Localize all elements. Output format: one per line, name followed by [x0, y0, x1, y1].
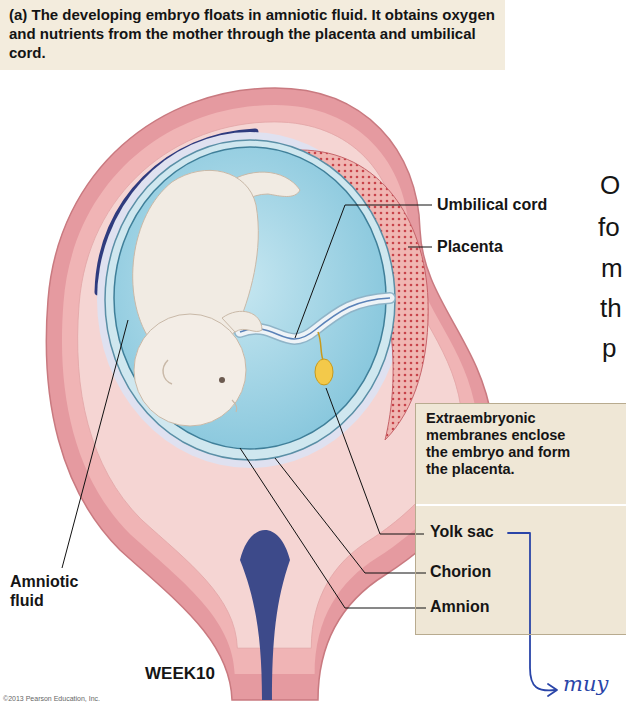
- part-label: Amniotic fluid: [10, 572, 94, 610]
- separator-line: [416, 504, 626, 506]
- leader-line: [295, 205, 432, 338]
- embryo-eye: [219, 377, 225, 383]
- title-band: (a) The developing embryo floats in amni…: [0, 0, 505, 70]
- text-box: Extraembryonic membranes enclose the emb…: [415, 403, 626, 635]
- handwritten-note: muy: [563, 672, 608, 697]
- box-heading: Extraembryonic membranes enclose the emb…: [426, 410, 591, 478]
- leader-line: [408, 247, 432, 248]
- uterine-wall: [46, 88, 492, 700]
- umbilical-cord-outline: [240, 298, 390, 339]
- embryo-ear: [163, 360, 172, 384]
- embryo-head: [134, 314, 246, 426]
- chorion-membrane: [105, 140, 395, 460]
- handwritten-bracket: [508, 533, 556, 690]
- yolk-sac-shape: [315, 359, 333, 385]
- leader-line: [240, 448, 426, 608]
- box-ground: [415, 403, 626, 635]
- umbilical-cord-body: [240, 298, 390, 339]
- part-label: Placenta: [437, 237, 503, 256]
- slide-text: th: [600, 293, 622, 324]
- amnion-membrane: [114, 147, 386, 449]
- title-text: (a) The developing embryo floats in amni…: [9, 5, 495, 62]
- part-label: Umbilical cord: [437, 195, 547, 214]
- leader-line: [326, 388, 424, 534]
- part-label: Amnion: [430, 597, 490, 616]
- embryo-mouth: [232, 400, 237, 412]
- slide-text: m: [601, 253, 623, 284]
- copyright-note: ©2013 Pearson Education, Inc.: [3, 695, 100, 703]
- part-label: Chorion: [430, 562, 491, 581]
- cervical-canal: [240, 530, 290, 700]
- yolk-stalk: [318, 332, 323, 360]
- handwritten-arrowhead: [548, 684, 557, 696]
- umbilical-vessel: [240, 298, 390, 339]
- leader-line: [62, 320, 128, 568]
- slide-text: O: [600, 170, 620, 201]
- slide-text: fo: [598, 212, 620, 243]
- embryo-arm: [222, 311, 262, 332]
- part-label: Yolk sac: [430, 522, 494, 541]
- slide-text: p: [602, 333, 616, 364]
- leader-line: [275, 458, 426, 573]
- stage-label: WEEK10: [145, 664, 215, 684]
